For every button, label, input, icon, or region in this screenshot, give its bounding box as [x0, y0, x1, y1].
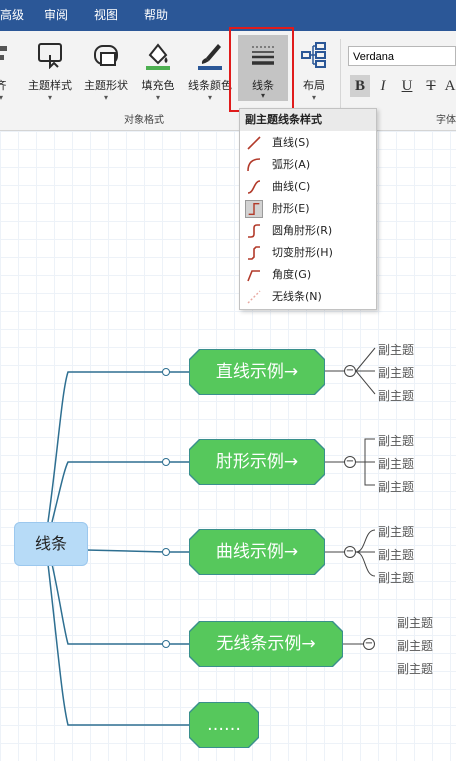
topic-style-label: 主题样式 [28, 79, 72, 92]
root-topic[interactable]: 线条 [14, 522, 88, 566]
ribbon-separator [340, 39, 341, 119]
font-color-button[interactable]: A [444, 78, 456, 94]
subtopic[interactable]: 副主题 [378, 525, 415, 539]
connector-dot [162, 368, 170, 376]
fill-color-button[interactable]: 填充色 ▾ [136, 31, 180, 109]
angle-line-icon [247, 270, 260, 282]
topic-shape-button[interactable]: 主题形状 ▾ [80, 31, 132, 109]
connector-lines [47, 347, 376, 726]
branch-topic-elbow[interactable]: 肘形示例→ [189, 439, 325, 485]
branch-label: 无线条示例→ [190, 622, 342, 666]
group-label-font: 字体 [436, 115, 456, 126]
line-style-dropdown: 副主题线条样式 直线(S) 弧形(A) 曲线(C) 肘形(E) 圆角肘形(R) … [239, 108, 377, 310]
rounded-elbow-line-icon [248, 224, 260, 238]
line-color-label: 线条颜色 [188, 79, 232, 92]
line-color-button[interactable]: 线条颜色 ▾ [184, 31, 236, 109]
line-color-icon [198, 44, 222, 70]
dropdown-title: 副主题线条样式 [240, 109, 376, 131]
layout-icon [301, 42, 326, 68]
line-style-label: 线条 [252, 79, 274, 92]
branch-label: 直线示例→ [190, 350, 324, 394]
subtopic[interactable]: 副主题 [397, 639, 434, 653]
group-label-object-format: 对象格式 [124, 115, 164, 126]
branch-topic-curve[interactable]: 曲线示例→ [189, 529, 325, 575]
menu-item-angle[interactable]: 角度(G) [240, 264, 374, 286]
menu-item-straight[interactable]: 直线(S) [240, 132, 374, 154]
subtopic[interactable]: 副主题 [378, 548, 415, 562]
topic-shape-label: 主题形状 [84, 79, 128, 92]
collapse-button[interactable]: − [344, 365, 356, 377]
connector-dot [162, 458, 170, 466]
collapse-button[interactable]: − [344, 546, 356, 558]
mindmap-canvas[interactable]: 线条 直线示例→ 肘形示例→ 曲线示例→ 无线条示例→ …… − − − − 副… [0, 131, 456, 761]
underline-button[interactable]: U [401, 78, 413, 94]
menu-item-rounded-elbow[interactable]: 圆角肘形(R) [240, 220, 374, 242]
subtopic[interactable]: 副主题 [378, 343, 415, 357]
subtopic[interactable]: 副主题 [378, 480, 415, 494]
line-style-button[interactable]: 线条 ▾ [238, 35, 288, 101]
branch-topic-more[interactable]: …… [189, 702, 259, 748]
highlight-box [229, 27, 294, 112]
bold-button[interactable]: B [350, 75, 370, 97]
subtopic[interactable]: 副主题 [378, 366, 415, 380]
curve-line-icon [247, 180, 261, 194]
ribbon: 齐 ▾ 主题样式 ▾ 主题形状 ▾ 填充色 ▾ 线条颜色 [0, 31, 456, 131]
elbow-line-icon [245, 200, 263, 218]
fill-color-icon [146, 43, 170, 70]
menu-item-help[interactable]: 帮助 [144, 8, 169, 22]
strikethrough-button[interactable]: T [426, 78, 436, 94]
layout-label: 布局 [303, 79, 325, 92]
align-label: 齐 [0, 79, 7, 92]
line-style-icon [252, 46, 274, 65]
no-line-icon [247, 290, 261, 304]
subtopic[interactable]: 副主题 [378, 457, 415, 471]
layout-button[interactable]: 布局 ▾ [294, 31, 334, 109]
menu-item-advanced[interactable]: 高级 [0, 8, 25, 22]
subtopic[interactable]: 副主题 [397, 616, 434, 630]
bevel-elbow-line-icon [248, 246, 260, 260]
topic-shape-icon [94, 45, 118, 66]
branch-topic-no-line[interactable]: 无线条示例→ [189, 621, 343, 667]
menu-bar: 高级 审阅 视图 帮助 [0, 0, 456, 31]
fill-color-label: 填充色 [141, 79, 175, 92]
align-button[interactable]: 齐 ▾ [0, 31, 16, 109]
menu-item-curve[interactable]: 曲线(C) [240, 176, 374, 198]
straight-line-icon [247, 136, 261, 150]
italic-button[interactable]: I [380, 78, 386, 94]
subtopic[interactable]: 副主题 [378, 389, 415, 403]
menu-item-review[interactable]: 审阅 [44, 8, 69, 22]
branch-topic-straight[interactable]: 直线示例→ [189, 349, 325, 395]
connector-dot [162, 548, 170, 556]
menu-item-bevel-elbow[interactable]: 切变肘形(H) [240, 242, 374, 264]
collapse-button[interactable]: − [363, 638, 375, 650]
connector-dot [162, 640, 170, 648]
topic-style-icon [38, 43, 62, 69]
topic-style-button[interactable]: 主题样式 ▾ [24, 31, 76, 109]
collapse-button[interactable]: − [344, 456, 356, 468]
menu-item-arc[interactable]: 弧形(A) [240, 154, 374, 176]
menu-item-view[interactable]: 视图 [94, 8, 119, 22]
arc-line-icon [247, 158, 261, 172]
branch-label: 肘形示例→ [190, 440, 324, 484]
subtopic[interactable]: 副主题 [378, 434, 415, 448]
menu-item-elbow[interactable]: 肘形(E) [240, 198, 374, 220]
font-name-input[interactable]: Verdana [348, 46, 456, 66]
align-icon [0, 46, 7, 60]
subtopic[interactable]: 副主题 [397, 662, 434, 676]
branch-label: …… [190, 703, 258, 747]
subtopic[interactable]: 副主题 [378, 571, 415, 585]
branch-label: 曲线示例→ [190, 530, 324, 574]
menu-item-no-line[interactable]: 无线条(N) [240, 286, 374, 308]
